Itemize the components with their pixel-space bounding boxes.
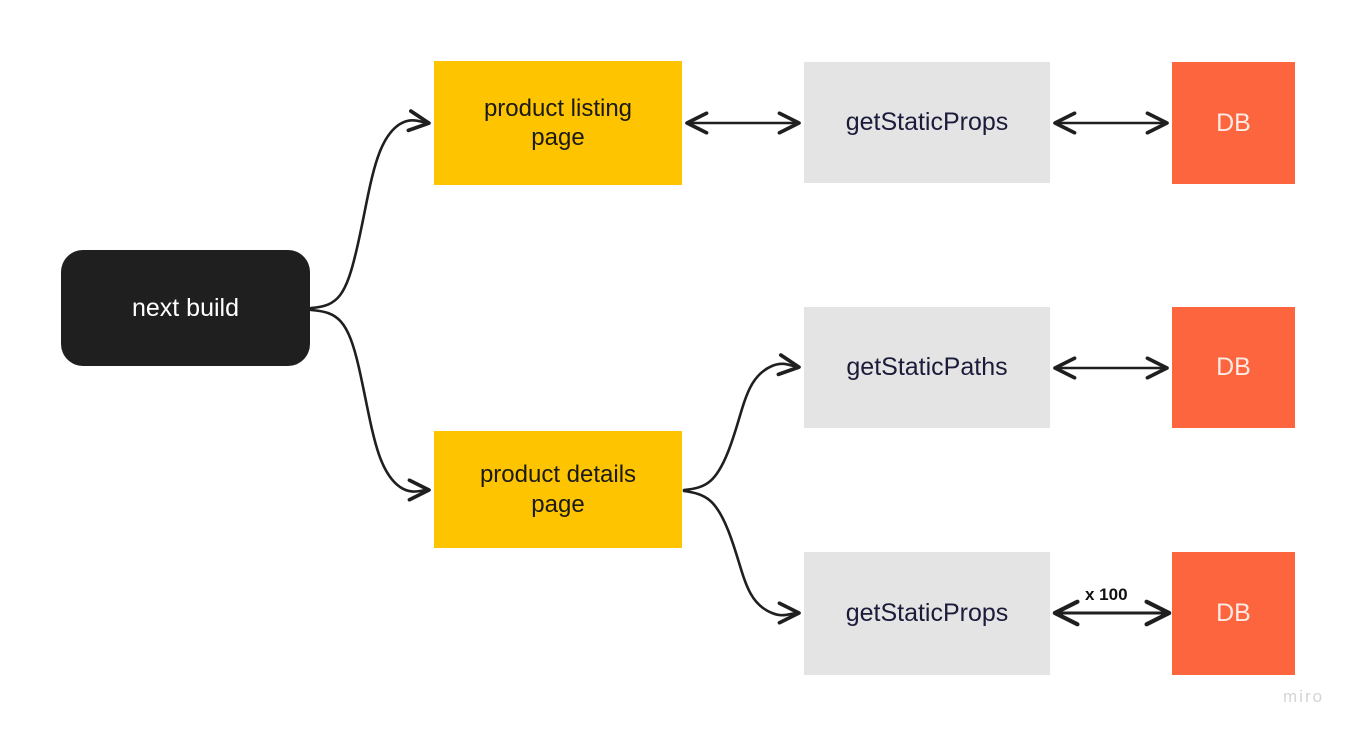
node-details-get-static-props-label: getStaticProps (845, 599, 1009, 628)
edge-details-page-to-get-static-props (682, 489, 801, 625)
node-product-listing-page-label: product listing page (483, 94, 633, 151)
node-db-paths-label: DB (1216, 353, 1251, 382)
node-listing-get-static-props-label: getStaticProps (845, 108, 1009, 137)
edge-label-x100: x 100 (1085, 585, 1128, 604)
node-db-paths[interactable]: DB (1172, 307, 1295, 428)
node-product-details-page-label: product details page (479, 461, 637, 518)
edge-details-page-to-get-static-paths (682, 353, 801, 492)
node-next-build-label: next build (131, 293, 240, 322)
node-db-props-label: DB (1216, 599, 1251, 628)
node-listing-get-static-props[interactable]: getStaticProps (804, 62, 1050, 183)
node-details-get-static-paths-label: getStaticPaths (846, 353, 1008, 382)
node-product-listing-page[interactable]: product listing page (434, 61, 682, 185)
node-details-get-static-props[interactable]: getStaticProps (804, 552, 1050, 675)
node-db-props[interactable]: DB (1172, 552, 1295, 675)
edge-build-to-listing-page (309, 109, 431, 310)
node-db-listing[interactable]: DB (1172, 62, 1295, 184)
node-details-get-static-paths[interactable]: getStaticPaths (804, 307, 1050, 428)
miro-watermark: miro (1283, 687, 1325, 706)
node-next-build[interactable]: next build (61, 250, 310, 366)
node-db-listing-label: DB (1216, 108, 1251, 137)
node-product-details-page[interactable]: product details page (434, 431, 682, 548)
edge-build-to-details-page (309, 308, 431, 502)
